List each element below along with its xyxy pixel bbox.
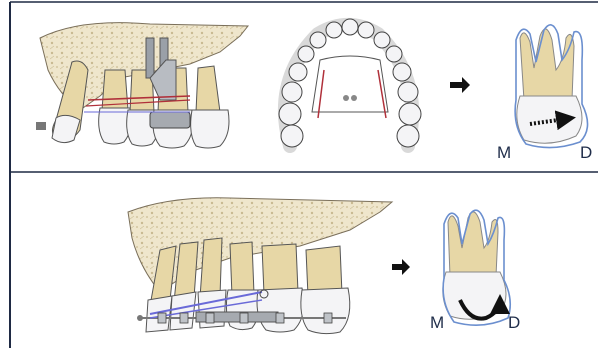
bottom-label-mesial: M <box>430 313 444 332</box>
dental-arch <box>285 25 412 146</box>
bottom-molar-rotation: M D <box>430 210 520 332</box>
arch-teeth <box>279 19 421 147</box>
molar-crown <box>517 96 582 143</box>
top-occlusal-arch-view <box>279 19 421 147</box>
bottom-lateral-brackets-view <box>128 198 392 334</box>
top-molar-translation: M D <box>497 25 592 162</box>
top-lateral-appliance-view <box>36 23 248 148</box>
top-label-distal: D <box>580 143 592 162</box>
molar-roots <box>520 29 574 100</box>
top-label-mesial: M <box>497 143 511 162</box>
bottom-label-distal: D <box>508 313 520 332</box>
top-arrow-icon <box>450 77 470 93</box>
molar-roots-bottom <box>448 212 498 276</box>
bottom-arrow-icon <box>392 259 410 275</box>
